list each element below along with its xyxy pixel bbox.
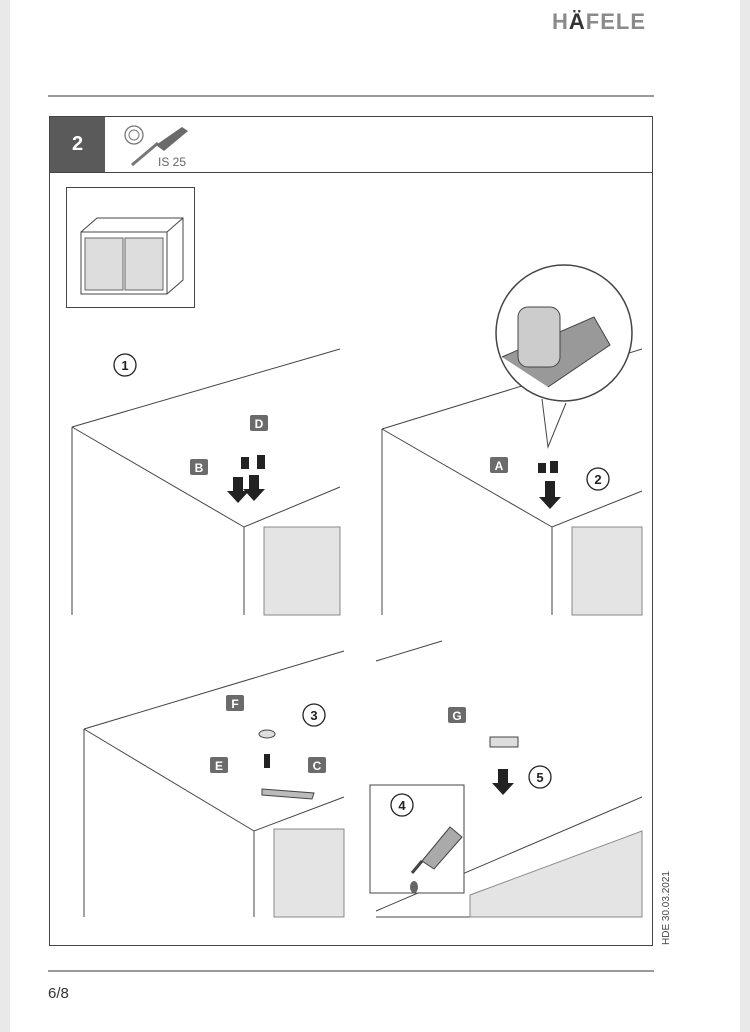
part-tag-b: B: [190, 459, 208, 475]
callout-3: 3: [310, 708, 317, 723]
svg-text:F: F: [231, 697, 238, 711]
svg-text:C: C: [313, 759, 322, 773]
header-divider: [48, 95, 654, 97]
callout-2: 2: [594, 472, 601, 487]
tool-size-label: IS 25: [158, 155, 187, 169]
svg-text:D: D: [255, 417, 264, 431]
part-tag-a: A: [490, 457, 508, 473]
cabinet-thumbnail: [66, 187, 195, 308]
footer-divider: [48, 970, 654, 972]
part-tag-e: E: [210, 757, 228, 773]
step-header: 2 IS 25: [50, 117, 652, 173]
callout-1: 1: [121, 358, 128, 373]
instruction-step-frame: 2 IS 25: [49, 116, 653, 946]
svg-text:B: B: [195, 461, 204, 475]
svg-text:A: A: [495, 459, 504, 473]
part-tag-f: F: [226, 695, 244, 711]
assembly-diagram: D B A F E C G 1 2 3 4 5: [71, 264, 643, 918]
torx-screwdriver-icon: [124, 125, 188, 167]
callout-4: 4: [398, 798, 406, 813]
hafele-logo: HÄFELE: [552, 9, 647, 34]
document-reference: HDE 30.03.2021: [661, 871, 672, 945]
part-tag-c: C: [308, 757, 326, 773]
svg-text:E: E: [215, 759, 223, 773]
part-tag-d: D: [250, 415, 268, 431]
step-number: 2: [50, 117, 105, 172]
svg-text:G: G: [452, 709, 461, 723]
callout-5: 5: [536, 770, 543, 785]
part-tag-g: G: [448, 707, 466, 723]
page-number: 6/8: [48, 985, 69, 1002]
